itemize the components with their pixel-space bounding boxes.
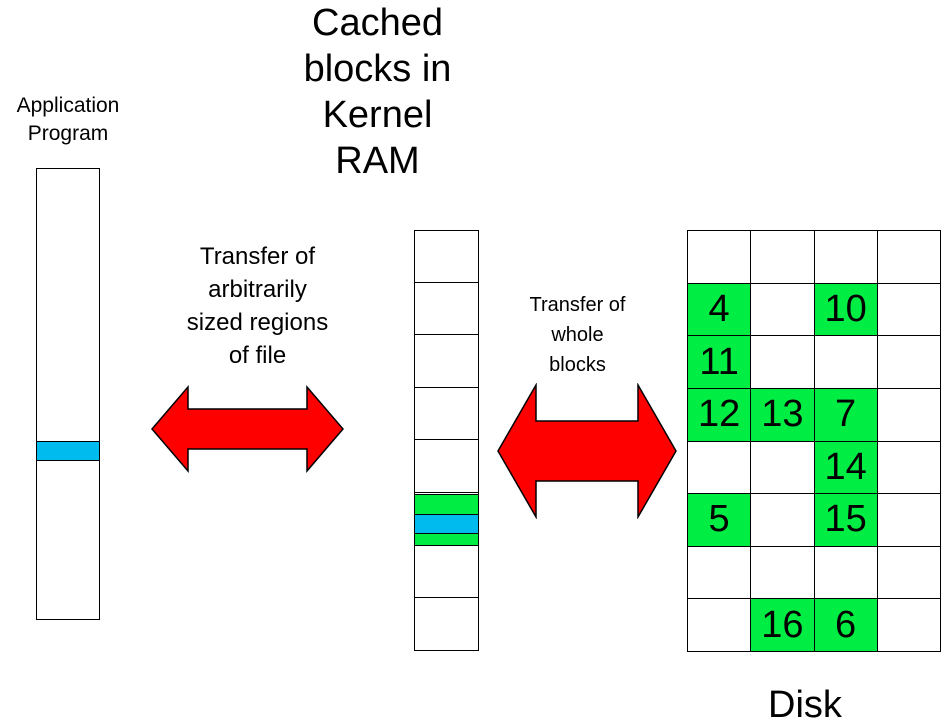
disk-block: 4	[688, 283, 752, 337]
arrow-shape	[497, 383, 677, 519]
disk-block: 11	[688, 336, 752, 389]
disk-block: 7	[814, 388, 878, 442]
disk-block	[877, 283, 941, 337]
cached-blocks-title: Cached blocks in Kernel RAM	[303, 2, 452, 182]
disk-block: 16	[751, 599, 815, 652]
disk-block	[751, 231, 815, 284]
disk-block	[751, 546, 815, 600]
disk-block	[877, 494, 941, 547]
cache-block	[414, 545, 479, 599]
disk-block: 14	[814, 441, 878, 495]
disk-block: 6	[814, 599, 878, 652]
right-double-arrow	[497, 383, 677, 519]
disk-block: 15	[814, 494, 878, 547]
cache-block	[414, 387, 479, 441]
disk-block	[751, 441, 815, 495]
disk-block	[751, 494, 815, 547]
disk-block	[814, 336, 878, 389]
cached-region	[415, 514, 478, 534]
transfer-regions-label: Transfer of arbitrarily sized regions of…	[186, 243, 329, 369]
disk-block	[751, 283, 815, 337]
left-double-arrow	[151, 385, 344, 473]
disk-block: 12	[688, 388, 752, 442]
disk-block	[877, 388, 941, 442]
cache-block	[414, 598, 479, 651]
transfer-blocks-label: Transfer of whole blocks	[529, 294, 626, 376]
cache-block	[414, 440, 479, 493]
cache-block	[414, 335, 479, 388]
disk-block	[877, 546, 941, 600]
disk-block	[877, 441, 941, 495]
application-region	[37, 441, 99, 461]
disk-block: 10	[814, 283, 878, 337]
disk-block	[877, 231, 941, 284]
cache-block	[414, 282, 479, 336]
disk-block	[814, 546, 878, 600]
kernel-cache-column	[414, 230, 479, 651]
disk-block	[688, 231, 752, 284]
disk-block	[814, 231, 878, 284]
disk-block	[877, 599, 941, 652]
cache-block	[414, 230, 479, 283]
disk-block: 13	[751, 388, 815, 442]
arrow-shape	[151, 385, 344, 473]
disk-block	[688, 441, 752, 495]
disk-block	[877, 336, 941, 389]
application-program-column	[36, 168, 100, 620]
disk-block: 5	[688, 494, 752, 547]
disk-block	[751, 336, 815, 389]
disk-block	[688, 599, 752, 652]
disk-label: Disk	[768, 684, 842, 726]
disk-block	[688, 546, 752, 600]
application-program-label: Application Program	[16, 94, 120, 145]
